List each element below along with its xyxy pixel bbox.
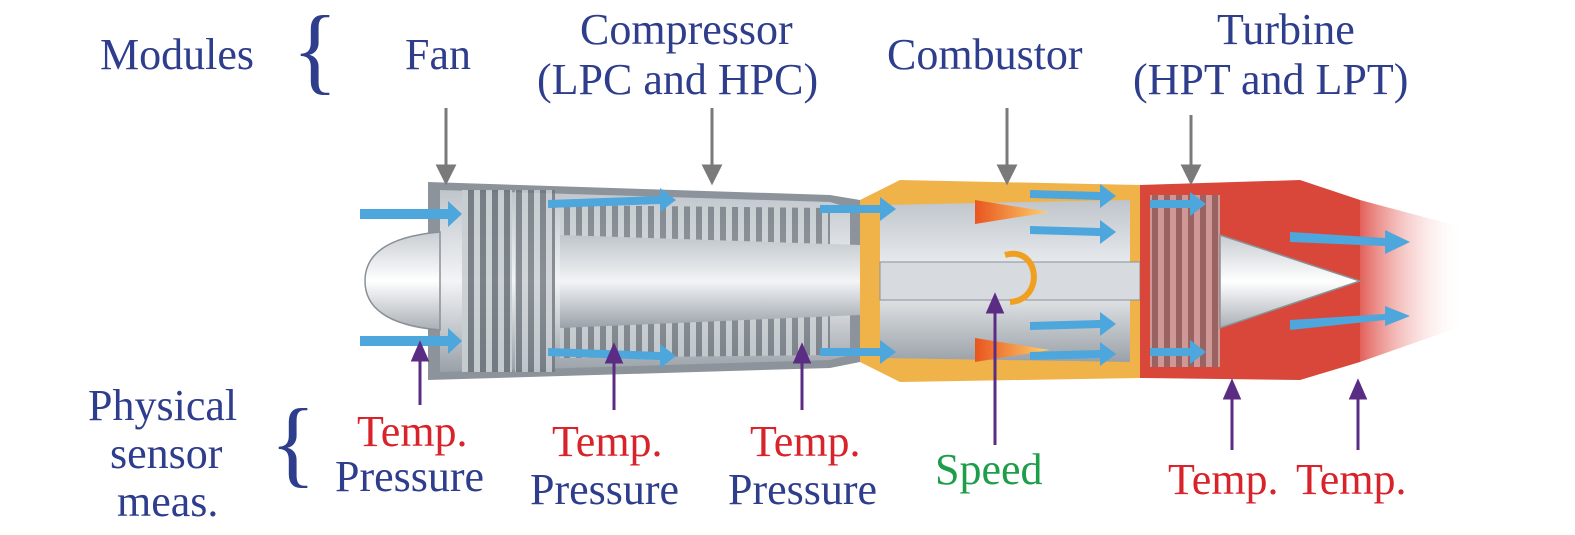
sensor-group-line-2: sensor	[110, 429, 223, 478]
sensor-speed-label: Speed	[935, 445, 1043, 494]
tail-cone	[1219, 233, 1363, 330]
sensor-group-line-3: meas.	[117, 477, 219, 526]
module-combustor-label: Combustor	[887, 30, 1083, 79]
sensor-3-temp-label: Temp.	[750, 417, 861, 466]
rotation-arrow-icon	[1004, 250, 1037, 305]
sensor-3-pressure-label: Pressure	[728, 465, 878, 514]
sensor-2-pressure-label: Pressure	[530, 465, 680, 514]
sensor-group-line-1: Physical	[88, 381, 238, 430]
sensor-1-pressure-label: Pressure	[335, 452, 485, 501]
module-compressor-label: Compressor	[580, 5, 793, 54]
sensor-5-temp-label: Temp.	[1168, 455, 1279, 504]
sensor-1-temp-label: Temp.	[357, 407, 468, 456]
exhaust-plume	[1360, 200, 1465, 362]
module-turbine-sublabel: (HPT and LPT)	[1133, 55, 1409, 104]
sensor-6-temp-label: Temp.	[1296, 455, 1407, 504]
turbine-blades	[1150, 195, 1220, 367]
module-fan-label: Fan	[405, 30, 471, 79]
fan-blades	[462, 190, 512, 372]
modules-brace: {	[292, 0, 339, 103]
combustor-flame-top	[975, 200, 1050, 224]
modules-label: Modules	[100, 30, 254, 79]
sensor-group-brace: {	[270, 389, 317, 496]
module-turbine-label: Turbine	[1217, 5, 1355, 54]
sensor-2-temp-label: Temp.	[552, 417, 663, 466]
nose-cone	[364, 231, 441, 331]
module-compressor-sublabel: (LPC and HPC)	[537, 55, 819, 104]
